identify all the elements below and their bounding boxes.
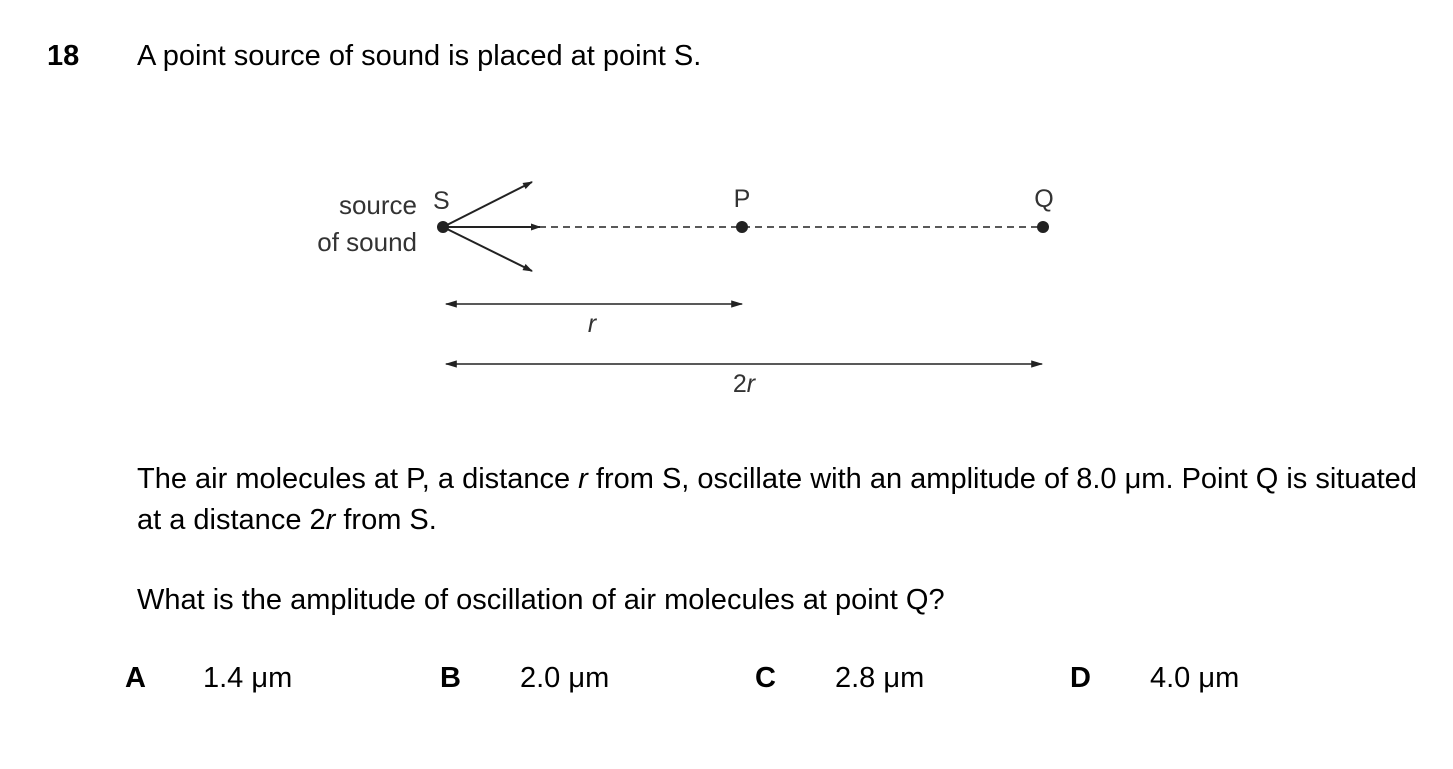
given-information-paragraph: The air molecules at P, a distance r fro…	[137, 459, 1427, 541]
question-stem: A point source of sound is placed at poi…	[137, 40, 702, 72]
label-r: r	[588, 310, 598, 338]
source-label-line2: of sound	[317, 227, 417, 257]
para1-var-r2: r	[325, 504, 336, 536]
option-d-value: 4.0 μm	[1150, 662, 1240, 694]
label-s: S	[433, 187, 450, 215]
label-2r-variable: r	[747, 370, 757, 398]
para1-text2: from S, oscillate with an amplitude of 8…	[137, 463, 1417, 536]
option-a-letter: A	[125, 662, 146, 694]
para1-text1: The air molecules at P, a distance	[137, 463, 579, 495]
question-prompt: What is the amplitude of oscillation of …	[137, 584, 945, 616]
point-s	[437, 221, 449, 233]
option-d-letter: D	[1070, 662, 1091, 694]
para1-var-r: r	[578, 463, 588, 495]
question-number: 18	[47, 40, 80, 72]
option-b-value: 2.0 μm	[520, 662, 610, 694]
option-c-letter: C	[755, 662, 776, 694]
source-label-line1: source	[339, 190, 417, 220]
label-2r: 2r	[733, 370, 757, 398]
option-b-letter: B	[440, 662, 461, 694]
emission-arrow-down	[442, 226, 533, 272]
option-c-value: 2.8 μm	[835, 662, 925, 694]
label-q: Q	[1034, 185, 1053, 213]
option-a-value: 1.4 μm	[203, 662, 293, 694]
point-q	[1037, 221, 1049, 233]
label-p: P	[734, 185, 751, 213]
point-p	[736, 221, 748, 233]
emission-arrow-up	[442, 181, 533, 228]
label-2r-number: 2	[733, 370, 747, 398]
para1-text3: from S.	[335, 504, 437, 536]
